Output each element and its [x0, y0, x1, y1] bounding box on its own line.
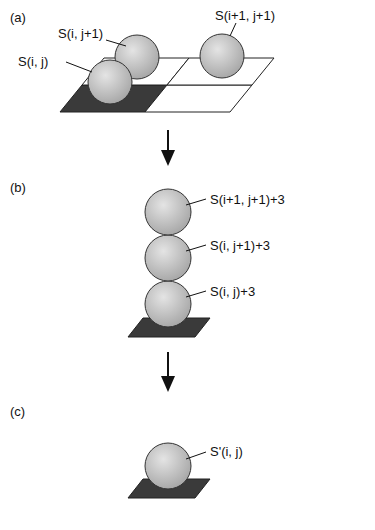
- tile: [145, 85, 252, 112]
- arrow-head: [161, 376, 175, 392]
- label-text: S'(i, j): [210, 444, 243, 459]
- part-label: S(i, j): [18, 52, 48, 70]
- label-text: S(i, j+1)+3: [210, 238, 270, 253]
- sphere: [145, 281, 191, 327]
- part-label: S(i, j)+3: [210, 282, 255, 300]
- part-label: S(i+1, j+1): [215, 6, 275, 24]
- label-text: S(i+1, j+1)+3: [210, 192, 285, 207]
- sphere: [145, 443, 191, 489]
- part-label: S(i, j+1)+3: [210, 236, 270, 254]
- sphere: [200, 34, 244, 78]
- leader-line: [186, 452, 206, 459]
- sphere: [145, 189, 191, 235]
- label-text: (a): [10, 10, 26, 25]
- panel-letter: (b): [10, 178, 26, 196]
- step-arrow: [167, 352, 169, 378]
- panel-letter: (a): [10, 8, 26, 26]
- leader-line: [186, 245, 206, 251]
- leader-line: [106, 40, 126, 46]
- panel-letter: (c): [10, 402, 25, 420]
- sphere: [88, 60, 132, 104]
- label-text: S(i, j+1): [58, 26, 103, 41]
- sphere: [145, 235, 191, 281]
- label-text: (b): [10, 180, 26, 195]
- label-text: S(i, j): [18, 54, 48, 69]
- arrow-head: [161, 150, 175, 166]
- part-label: S'(i, j): [210, 442, 243, 460]
- leader-line: [186, 199, 206, 205]
- leader-line: [230, 23, 236, 36]
- leader-line: [66, 62, 92, 72]
- leader-line: [186, 291, 206, 297]
- part-label: S(i, j+1): [58, 24, 103, 42]
- label-text: S(i, j)+3: [210, 284, 255, 299]
- step-arrow: [167, 130, 169, 152]
- label-text: S(i+1, j+1): [215, 8, 275, 23]
- part-label: S(i+1, j+1)+3: [210, 190, 285, 208]
- label-text: (c): [10, 404, 25, 419]
